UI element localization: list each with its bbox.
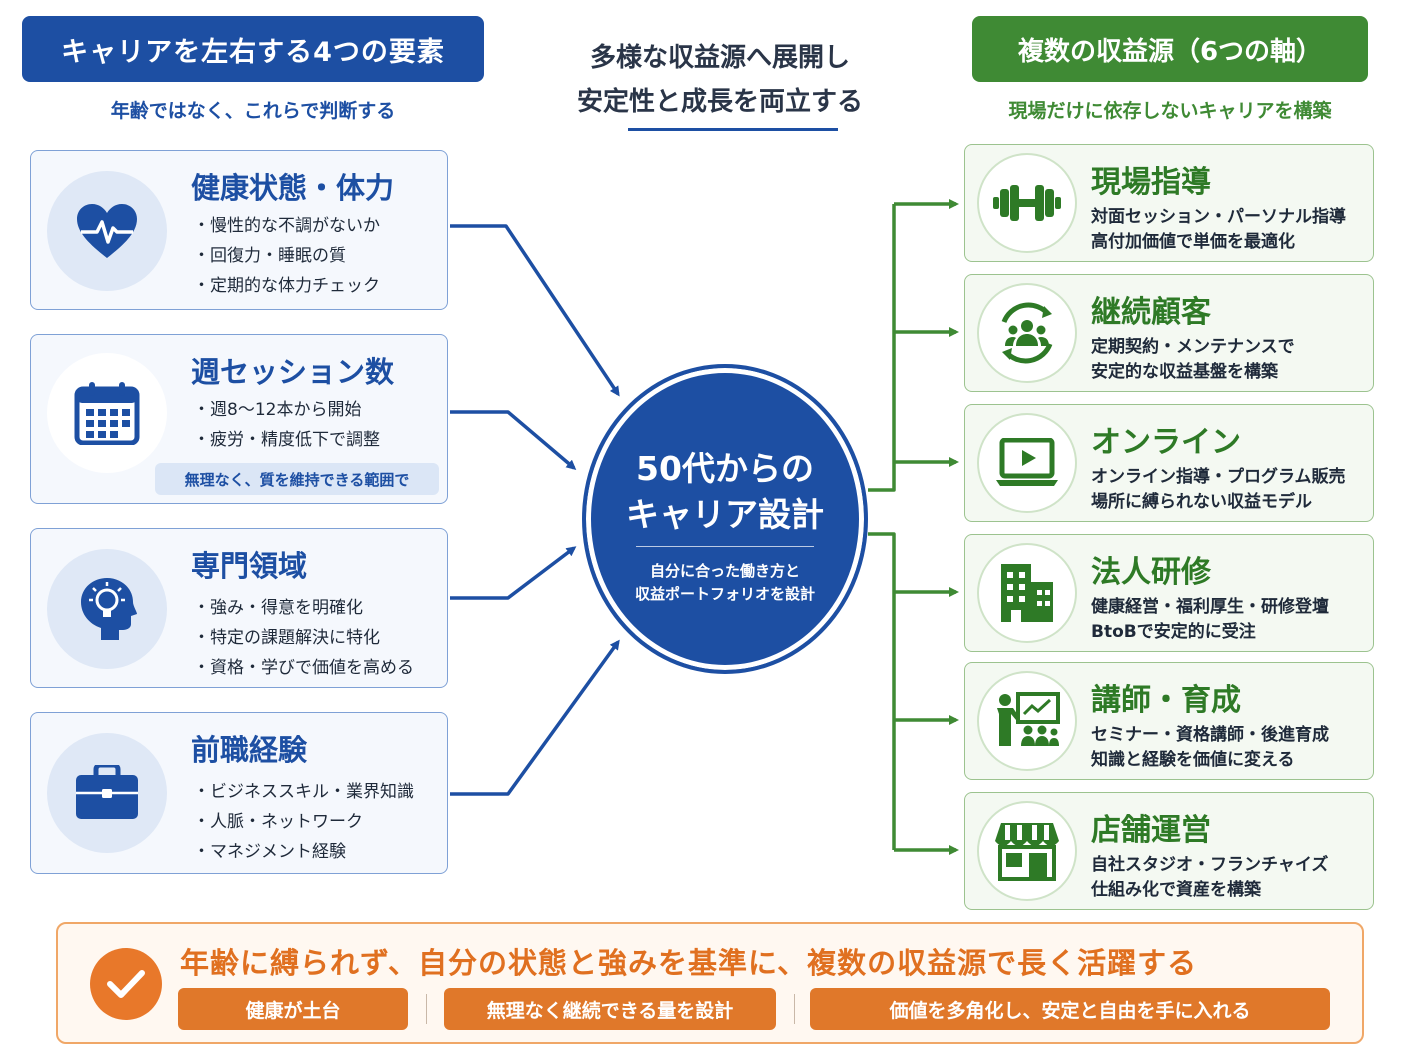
factor-title: 専門領域 bbox=[191, 549, 308, 583]
arrow-health-to-hub bbox=[450, 224, 620, 397]
factor-title: 健康状態・体力 bbox=[191, 171, 395, 205]
footer-pill-health: 健康が土台 bbox=[178, 988, 408, 1030]
revenue-desc-line: BtoBで安定的に受注 bbox=[1091, 622, 1256, 642]
revenue-title: 現場指導 bbox=[1091, 165, 1211, 200]
bracket-upper bbox=[868, 204, 896, 492]
revenue-title: 店舗運営 bbox=[1091, 813, 1211, 848]
hub-subtitle-line2: 収益ポートフォリオを設計 bbox=[634, 585, 815, 603]
revenue-desc-line: 高付加価値で単価を最適化 bbox=[1091, 232, 1295, 252]
footer-message: 年齢に縛られず、自分の状態と強みを基準に、複数の収益源で長く活躍する bbox=[180, 946, 1198, 980]
footer-pill-sustainable: 無理なく継続できる量を設計 bbox=[444, 988, 776, 1030]
hub-subtitle-line1: 自分に合った働き方と bbox=[649, 562, 800, 580]
factor-bullets: ・慢性的な不調がないか ・回復力・睡眠の質 ・定期的な体力チェック bbox=[193, 211, 380, 301]
arrow-sessions-to-hub bbox=[450, 410, 577, 470]
left-section-header: キャリアを左右する4つの要素 bbox=[22, 16, 484, 82]
revenue-desc-line: 知識と経験を価値に変える bbox=[1091, 750, 1295, 770]
revenue-desc-line: 自社スタジオ・フランチャイズ bbox=[1091, 855, 1329, 875]
recurring-customers-icon bbox=[977, 283, 1077, 383]
revenue-desc-line: 対面セッション・パーソナル指導 bbox=[1091, 207, 1346, 227]
revenue-desc-line: 健康経営・福利厚生・研修登壇 bbox=[1091, 597, 1329, 617]
factor-bullet: ・疲労・精度低下で調整 bbox=[193, 430, 380, 450]
factor-title: 前職経験 bbox=[191, 733, 308, 767]
factor-bullet: ・定期的な体力チェック bbox=[193, 276, 380, 296]
revenue-desc-line: 場所に縛られない収益モデル bbox=[1091, 492, 1312, 512]
footer-separator bbox=[794, 994, 795, 1024]
center-title-line2: 安定性と成長を両立する bbox=[576, 87, 863, 117]
revenue-description: 健康経営・福利厚生・研修登壇 BtoBで安定的に受注 bbox=[1091, 595, 1329, 645]
revenue-description: 自社スタジオ・フランチャイズ 仕組み化で資産を構築 bbox=[1091, 853, 1328, 903]
right-section-header: 複数の収益源（6つの軸） bbox=[972, 16, 1368, 82]
hub-divider bbox=[636, 546, 814, 547]
right-section-subtitle: 現場だけに依存しないキャリアを構築 bbox=[1008, 100, 1332, 122]
revenue-description: 対面セッション・パーソナル指導 高付加価値で単価を最適化 bbox=[1091, 205, 1346, 255]
revenue-description: セミナー・資格講師・後進育成 知識と経験を価値に変える bbox=[1091, 723, 1329, 773]
revenue-card-instructor: 講師・育成 セミナー・資格講師・後進育成 知識と経験を価値に変える bbox=[964, 662, 1374, 780]
storefront-icon bbox=[977, 801, 1077, 901]
revenue-title: 継続顧客 bbox=[1091, 295, 1211, 330]
factor-bullet: ・強み・得意を明確化 bbox=[193, 598, 363, 618]
laptop-play-icon bbox=[977, 413, 1077, 513]
revenue-card-recurring: 継続顧客 定期契約・メンテナンスで 安定的な収益基盤を構築 bbox=[964, 274, 1374, 392]
arrow-experience-to-hub bbox=[450, 639, 620, 796]
heart-pulse-icon bbox=[47, 171, 167, 291]
factor-bullet: ・特定の課題解決に特化 bbox=[193, 628, 380, 648]
revenue-description: オンライン指導・プログラム販売 場所に縛られない収益モデル bbox=[1091, 465, 1346, 515]
factor-bullet: ・資格・学びで価値を高める bbox=[193, 658, 414, 678]
left-section-subtitle: 年齢ではなく、これらで判断する bbox=[110, 100, 396, 122]
briefcase-icon bbox=[47, 733, 167, 853]
factor-bullet: ・人脈・ネットワーク bbox=[193, 812, 363, 832]
revenue-desc-line: オンライン指導・プログラム販売 bbox=[1091, 467, 1346, 487]
office-building-icon bbox=[977, 543, 1077, 643]
factor-bullet: ・週8〜12本から開始 bbox=[193, 400, 362, 420]
factor-note: 無理なく、質を維持できる範囲で bbox=[155, 463, 439, 495]
hub-title: 50代からの キャリア設計 bbox=[586, 446, 864, 538]
revenue-card-online: オンライン オンライン指導・プログラム販売 場所に縛られない収益モデル bbox=[964, 404, 1374, 522]
career-design-hub: 50代からの キャリア設計 自分に合った働き方と 収益ポートフォリオを設計 bbox=[582, 364, 868, 674]
revenue-card-onsite: 現場指導 対面セッション・パーソナル指導 高付加価値で単価を最適化 bbox=[964, 144, 1374, 262]
revenue-desc-line: セミナー・資格講師・後進育成 bbox=[1091, 725, 1329, 745]
arrow-expertise-to-hub bbox=[450, 546, 577, 600]
hub-subtitle: 自分に合った働き方と 収益ポートフォリオを設計 bbox=[586, 560, 864, 606]
factor-bullets: ・ビジネススキル・業界知識 ・人脈・ネットワーク ・マネジメント経験 bbox=[193, 777, 414, 867]
revenue-desc-line: 定期契約・メンテナンスで bbox=[1091, 337, 1295, 357]
calendar-icon bbox=[47, 353, 167, 473]
factor-card-expertise: 専門領域 ・強み・得意を明確化 ・特定の課題解決に特化 ・資格・学びで価値を高め… bbox=[30, 528, 448, 688]
factor-card-sessions: 週セッション数 ・週8〜12本から開始 ・疲労・精度低下で調整 無理なく、質を維… bbox=[30, 334, 448, 504]
footer-pill-diversify: 価値を多角化し、安定と自由を手に入れる bbox=[810, 988, 1330, 1030]
center-title: 多様な収益源へ展開し 安定性と成長を両立する bbox=[540, 36, 900, 124]
center-title-line1: 多様な収益源へ展開し bbox=[589, 43, 850, 73]
factor-card-health: 健康状態・体力 ・慢性的な不調がないか ・回復力・睡眠の質 ・定期的な体力チェッ… bbox=[30, 150, 448, 310]
factor-title: 週セッション数 bbox=[191, 355, 395, 389]
factor-bullet: ・ビジネススキル・業界知識 bbox=[193, 782, 414, 802]
checkmark-icon bbox=[90, 948, 162, 1020]
presenter-icon bbox=[977, 671, 1077, 771]
factor-bullets: ・強み・得意を明確化 ・特定の課題解決に特化 ・資格・学びで価値を高める bbox=[193, 593, 414, 683]
factor-bullets: ・週8〜12本から開始 ・疲労・精度低下で調整 bbox=[193, 395, 380, 455]
factor-bullet: ・マネジメント経験 bbox=[193, 842, 346, 862]
revenue-desc-line: 仕組み化で資産を構築 bbox=[1091, 880, 1261, 900]
revenue-card-corporate: 法人研修 健康経営・福利厚生・研修登壇 BtoBで安定的に受注 bbox=[964, 534, 1374, 652]
center-title-underline bbox=[628, 128, 838, 131]
hub-title-line2: キャリア設計 bbox=[626, 495, 824, 534]
factor-bullet: ・回復力・睡眠の質 bbox=[193, 246, 346, 266]
footer-separator bbox=[426, 994, 427, 1024]
revenue-card-store: 店舗運営 自社スタジオ・フランチャイズ 仕組み化で資産を構築 bbox=[964, 792, 1374, 910]
revenue-description: 定期契約・メンテナンスで 安定的な収益基盤を構築 bbox=[1091, 335, 1295, 385]
revenue-title: 法人研修 bbox=[1091, 555, 1211, 590]
dumbbell-icon bbox=[977, 153, 1077, 253]
revenue-title: 講師・育成 bbox=[1091, 683, 1241, 718]
revenue-desc-line: 安定的な収益基盤を構築 bbox=[1091, 362, 1278, 382]
head-lightbulb-icon bbox=[47, 549, 167, 669]
hub-title-line1: 50代からの bbox=[636, 449, 814, 488]
factor-card-experience: 前職経験 ・ビジネススキル・業界知識 ・人脈・ネットワーク ・マネジメント経験 bbox=[30, 712, 448, 874]
factor-bullet: ・慢性的な不調がないか bbox=[193, 216, 380, 236]
revenue-title: オンライン bbox=[1091, 425, 1241, 460]
summary-footer: 年齢に縛られず、自分の状態と強みを基準に、複数の収益源で長く活躍する 健康が土台… bbox=[56, 922, 1364, 1044]
bracket-lower bbox=[868, 532, 896, 850]
